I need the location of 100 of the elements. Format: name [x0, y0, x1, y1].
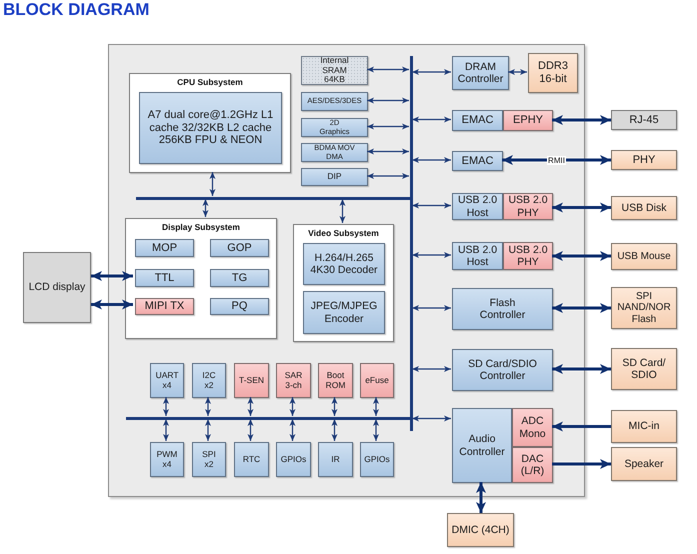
bidirectional-arrow [210, 172, 216, 196]
block-box [301, 118, 368, 137]
block-box [318, 442, 353, 477]
block-label: USB Disk [620, 202, 668, 214]
block-box [452, 288, 553, 330]
block-box [360, 442, 394, 477]
subsystem-panel [293, 224, 394, 342]
block-label: EMAC [460, 114, 494, 127]
subsystem-panel [129, 73, 291, 173]
block-label: JPEG/MJPEG Encoder [310, 300, 378, 325]
bidirectional-arrow [91, 300, 133, 310]
bidirectional-arrow [332, 397, 338, 416]
block-box [301, 92, 368, 111]
bidirectional-arrow [552, 364, 611, 374]
external-device-box [611, 150, 677, 170]
block-label: SD Card/ SDIO [621, 356, 667, 382]
block-label: GPIOs [363, 454, 391, 464]
block-box [452, 242, 503, 270]
block-box [234, 442, 269, 477]
block-label: SD Card/SDIO Controller [467, 358, 538, 382]
phy-box [503, 193, 553, 220]
block-label: PHY [632, 154, 656, 166]
bidirectional-arrow [367, 98, 409, 104]
block-label: Flash Controller [478, 296, 526, 322]
external-device-box [611, 410, 677, 443]
block-box [150, 442, 184, 477]
block-label: eFuse [364, 376, 390, 386]
block-label: DMIC (4CH) [450, 524, 510, 536]
bidirectional-arrow [412, 202, 451, 208]
block-label: DAC (L/R) [520, 452, 546, 478]
block-box [303, 291, 385, 334]
phy-box [503, 242, 553, 270]
bus-line [136, 197, 412, 200]
bidirectional-arrow [552, 202, 611, 212]
subsystem-title: CPU Subsystem [176, 77, 244, 87]
bidirectional-arrow [373, 419, 379, 441]
block-label: DDR3 16-bit [537, 60, 569, 86]
block-label: GPIOs [280, 454, 308, 464]
bidirectional-arrow [163, 397, 169, 416]
block-label: MOP [150, 242, 178, 254]
block-label: MIPI TX [144, 300, 186, 313]
phy-box [276, 363, 311, 398]
bidirectional-arrow [412, 366, 451, 372]
bidirectional-arrow [552, 303, 611, 313]
diagram-title: BLOCK DIAGRAM [3, 0, 150, 20]
bidirectional-arrow [290, 419, 296, 441]
block-box [301, 143, 368, 162]
block-label: RTC [242, 454, 262, 464]
block-label: T-SEN [238, 376, 266, 386]
block-box [135, 269, 194, 287]
block-label: EMAC [460, 154, 494, 168]
block-label: LCD display [28, 281, 86, 294]
bidirectional-arrow [202, 199, 208, 217]
block-label: Boot ROM [324, 370, 346, 390]
block-label: DRAM Controller [456, 60, 504, 86]
block-box [452, 349, 553, 391]
block-label: GOP [226, 242, 253, 254]
phy-box [512, 447, 553, 483]
block-box [210, 239, 269, 257]
bidirectional-arrow [412, 305, 451, 311]
block-box [210, 269, 269, 287]
block-box [303, 243, 385, 285]
block-label: USB 2.0 PHY [507, 244, 549, 268]
block-box [192, 442, 226, 477]
subsystem-title: Video Subsystem [307, 228, 380, 238]
block-label: H.264/H.265 4K30 Decoder [309, 252, 379, 276]
block-box [139, 92, 282, 164]
bidirectional-arrow [205, 397, 211, 416]
subsystem-panel [125, 218, 277, 339]
bus-line [410, 56, 413, 431]
block-label: PWM x4 [156, 450, 178, 470]
subsystem-title: Display Subsystem [161, 222, 241, 232]
block-label: USB Mouse [616, 250, 672, 262]
bidirectional-arrow [476, 482, 486, 513]
external-device-box [611, 196, 677, 220]
block-box [135, 239, 194, 257]
bidirectional-arrow [163, 419, 169, 441]
block-label: RJ-45 [628, 114, 660, 126]
block-label: I2C x2 [201, 370, 217, 390]
external-device-box [528, 53, 578, 93]
bidirectional-arrow [248, 419, 254, 441]
arrow [552, 422, 611, 432]
block-label: MIC-in [628, 420, 660, 433]
block-label: SPI x2 [201, 450, 217, 470]
block-box [192, 363, 226, 398]
block-label: TTL [154, 272, 176, 284]
block-box [301, 168, 368, 186]
bidirectional-arrow [248, 397, 254, 416]
bidirectional-arrow [552, 251, 611, 261]
bidirectional-arrow [367, 173, 409, 179]
block-label: USB 2.0 Host [456, 194, 498, 219]
block-box [210, 298, 269, 315]
arrow [552, 459, 611, 469]
block-label: Internal SRAM 64KB [319, 56, 350, 86]
block-box [276, 442, 311, 477]
bidirectional-arrow [91, 271, 133, 281]
block-label: DIP [326, 172, 343, 182]
block-box [452, 193, 503, 220]
block-label: UART x4 [154, 370, 180, 390]
block-label: IR [330, 454, 341, 464]
